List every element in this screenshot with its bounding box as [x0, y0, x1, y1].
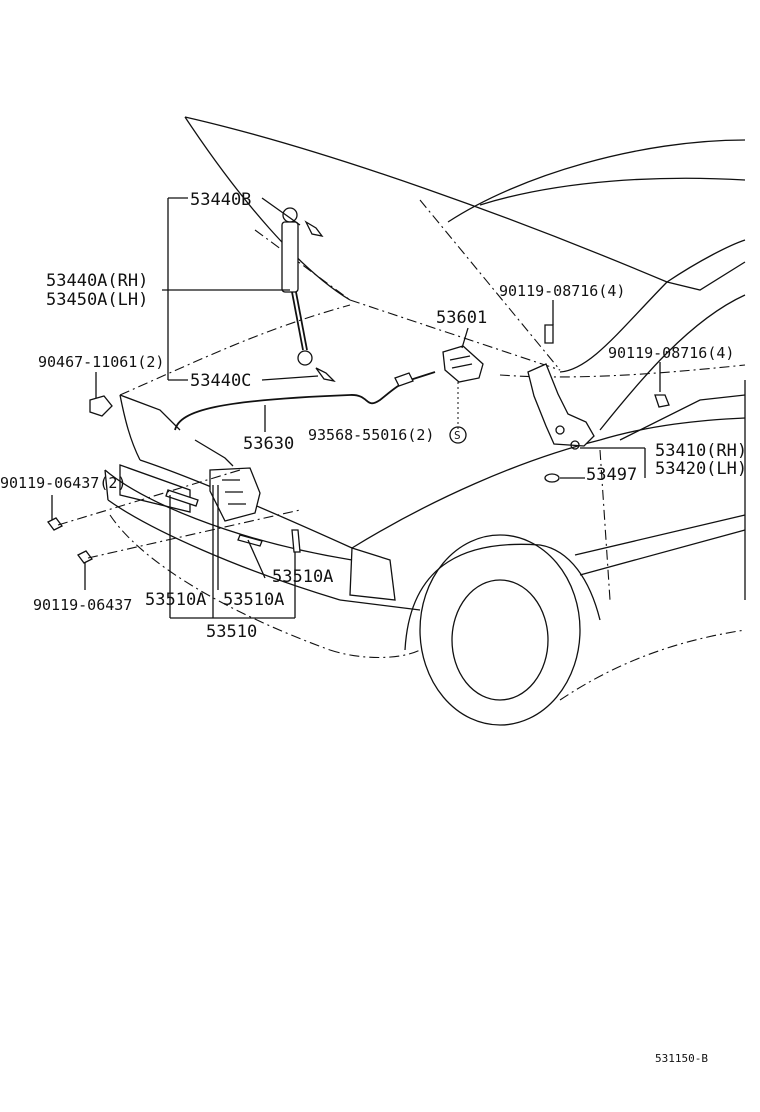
- hood-support-rod: [281, 207, 336, 383]
- label-53510a-right: 53510A: [272, 567, 333, 587]
- hood-lock-part: [442, 345, 484, 444]
- label-53440a-rh: 53440A(RH): [46, 271, 148, 291]
- leader-lines: [51, 197, 661, 619]
- label-53440c: 53440C: [190, 371, 251, 391]
- label-53601: 53601: [436, 308, 487, 328]
- label-93568-55016: 93568-55016(2): [308, 426, 434, 444]
- symbol-s: S: [454, 429, 461, 442]
- label-53510: 53510: [206, 622, 257, 642]
- label-53450a-lh: 53450A(LH): [46, 290, 148, 310]
- label-90119-06437: 90119-06437: [33, 596, 132, 614]
- hood-lock-assembly: [47, 395, 301, 564]
- label-90119-06437-2: 90119-06437(2): [0, 474, 126, 492]
- label-90119-08716-a: 90119-08716(4): [499, 282, 625, 300]
- label-53497: 53497: [586, 465, 637, 485]
- label-53440b: 53440B: [190, 190, 251, 210]
- label-90467-11061: 90467-11061(2): [38, 353, 164, 371]
- release-cable: [174, 371, 436, 467]
- car-body-outline: [104, 116, 746, 726]
- label-53410-rh: 53410(RH): [655, 441, 747, 461]
- label-53510a-middle: 53510A: [223, 590, 284, 610]
- label-53510a-left: 53510A: [145, 590, 206, 610]
- label-53630: 53630: [243, 434, 294, 454]
- label-90119-08716-b: 90119-08716(4): [608, 344, 734, 362]
- diagram-code: 531150-B: [655, 1052, 708, 1065]
- label-53420-lh: 53420(LH): [655, 459, 747, 479]
- hood-hinge: [527, 324, 670, 483]
